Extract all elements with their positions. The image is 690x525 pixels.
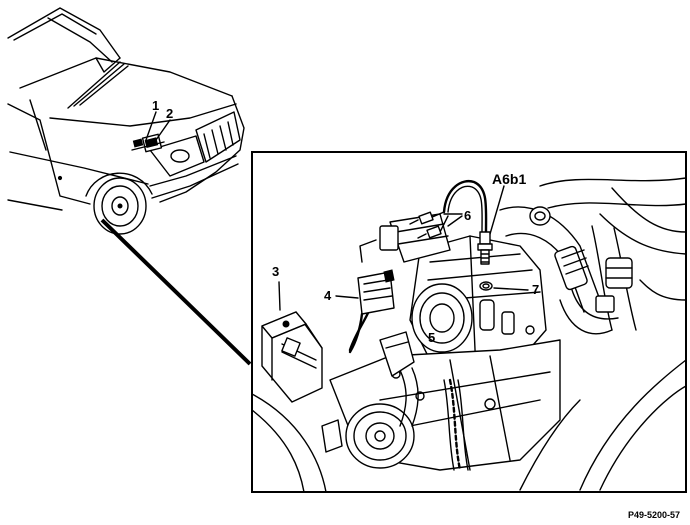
callout-3: 3 — [272, 264, 279, 279]
car-component-markers — [131, 133, 165, 153]
callout-1: 1 — [152, 98, 159, 113]
callout-4: 4 — [324, 288, 332, 303]
car-overview — [7, 7, 245, 235]
connector: 4 — [324, 269, 395, 354]
sealing-ring: 7 — [479, 281, 539, 297]
component-5: 5 — [379, 330, 435, 377]
callout-1-group: 1 — [145, 98, 159, 141]
label-a6b1: A6b1 — [492, 171, 526, 187]
control-module: 3 — [261, 264, 323, 403]
pulley — [345, 403, 415, 469]
callout-6: 6 — [464, 208, 471, 223]
detail-leader-line — [100, 218, 252, 366]
engine-detail — [251, 177, 687, 493]
sensor-a6b1: A6b1 — [442, 171, 526, 265]
callout-2-group: 2 — [155, 106, 173, 141]
callout-2: 2 — [166, 106, 173, 121]
reference-code: P49-5200-57 — [628, 510, 680, 520]
callout-5: 5 — [428, 330, 435, 345]
callout-7: 7 — [532, 282, 539, 297]
connector-plugs: 6 — [409, 208, 471, 239]
front-wheel — [85, 172, 153, 235]
